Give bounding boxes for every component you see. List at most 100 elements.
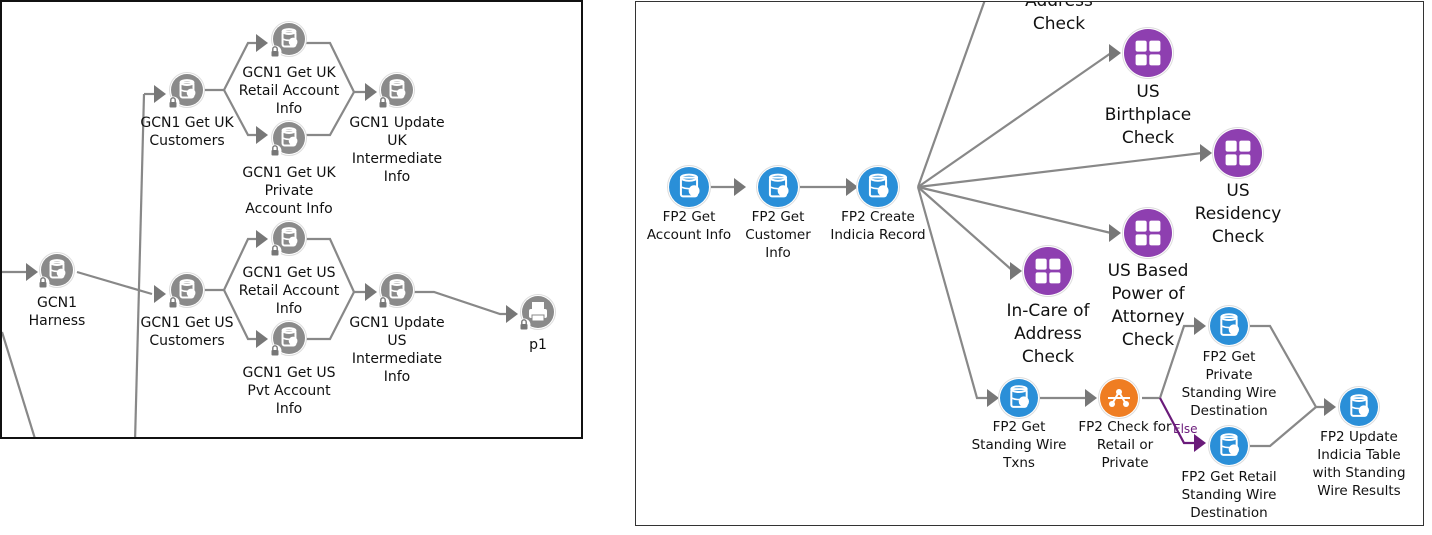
node-us-poa-check-label-line: Power of	[1111, 284, 1185, 304]
node-in-care-of-address-check-label-line: Check	[1022, 347, 1074, 367]
database-search-icon	[1350, 394, 1370, 417]
node-fp2-update-indicia-label-line: with Standing	[1312, 465, 1405, 481]
node-gcn1-get-uk-private-label-line: Private	[265, 183, 314, 199]
node-gcn1-update-uk-label-line: Intermediate	[352, 151, 442, 167]
node-fp2-get-retail-wire-circle	[1210, 427, 1248, 465]
node-gcn1-get-us-retail-label-line: Info	[276, 301, 303, 317]
node-us-residency-check-label-line: Check	[1212, 227, 1264, 247]
node-us-poa-check-circle	[1124, 209, 1172, 257]
database-search-icon	[179, 79, 196, 99]
app-grid-icon	[1035, 258, 1061, 284]
lock-icon	[376, 96, 390, 110]
node-gcn1-get-us-retail-label-line: Retail Account	[239, 283, 340, 299]
node-gcn1-get-uk-retail-label-line: Retail Account	[239, 83, 340, 99]
node-fp2-create-indicia-label-line: FP2 Create	[841, 209, 915, 225]
database-search-icon	[49, 259, 66, 279]
node-fp2-get-private-wire-circle	[1210, 307, 1248, 345]
node-us-poa-check-label-line: Attorney	[1111, 307, 1184, 327]
node-gcn1-get-uk-retail-label-line: GCN1 Get UK	[242, 65, 336, 81]
node-gcn1-update-us-label-line: Intermediate	[352, 351, 442, 367]
database-search-icon	[868, 173, 889, 198]
node-fp2-get-private-wire-label-line: FP2 Get	[1203, 349, 1256, 365]
database-search-icon	[281, 327, 298, 347]
node-fp2-get-customer-info-label-line: Info	[765, 245, 791, 261]
lock-icon	[36, 276, 50, 290]
node-fp2-get-private-wire-label-line: Destination	[1190, 403, 1267, 419]
node-fp2-update-indicia-circle	[1340, 388, 1378, 426]
lock-icon	[517, 318, 531, 332]
node-gcn1-get-uk-customers-label-line: Customers	[149, 133, 224, 149]
node-gcn1-get-uk-retail-circle	[273, 23, 305, 55]
lock-icon	[166, 96, 180, 110]
node-fp2-get-standing-wire-circle	[1000, 379, 1038, 417]
node-gcn1-get-us-retail-label-line: GCN1 Get US	[243, 265, 336, 281]
node-gcn1-harness-label-line: Harness	[29, 313, 86, 329]
node-gcn1-update-us-label-line: GCN1 Update	[349, 315, 444, 331]
node-gcn1-get-us-pvt-label-line: Pvt Account	[247, 383, 331, 399]
lock-icon	[376, 296, 390, 310]
database-search-icon	[1220, 313, 1240, 336]
node-in-care-of-address-check-label-line: Address	[1014, 324, 1082, 344]
database-search-icon	[679, 173, 700, 198]
node-gcn1-get-us-customers-label-line: Customers	[149, 333, 224, 349]
node-fp2-get-private-wire-label-line: Standing Wire	[1182, 385, 1277, 401]
node-fp2-create-indicia-circle	[858, 167, 898, 207]
node-us-birthplace-check-label-line: US	[1136, 82, 1159, 102]
lock-icon	[268, 144, 282, 158]
node-us-birthplace-check-label-line: Birthplace	[1105, 105, 1192, 125]
node-p1-label-line: p1	[529, 337, 547, 353]
node-gcn1-get-us-pvt-circle	[273, 322, 305, 354]
lock-icon	[166, 296, 180, 310]
node-gcn1-update-us-label-line: Info	[384, 369, 411, 385]
node-fp2-update-indicia-label-line: FP2 Update	[1320, 429, 1398, 445]
node-fp2-get-account-info-label-line: Account Info	[647, 227, 731, 243]
node-fp2-create-indicia-label-line: Indicia Record	[830, 227, 925, 243]
node-fp2-get-standing-wire-label-line: FP2 Get	[993, 419, 1046, 435]
database-search-icon	[389, 79, 406, 99]
database-search-icon	[179, 279, 196, 299]
node-fp2-check-retail-private-label-line: Retail or	[1097, 437, 1154, 453]
node-gcn1-update-uk-label-line: Info	[384, 169, 411, 185]
node-p1[interactable]: p1	[517, 294, 556, 354]
node-fp2-get-private-wire-label-line: Private	[1205, 367, 1252, 383]
node-fp2-get-account-info-circle	[669, 167, 709, 207]
node-fp2-get-standing-wire-label-line: Standing Wire	[972, 437, 1067, 453]
node-us-residency-check-circle	[1214, 129, 1262, 177]
right-edges	[711, 2, 1336, 448]
node-gcn1-get-uk-private-label-line: GCN1 Get UK	[242, 165, 336, 181]
node-us-poa-check-label-line: US Based	[1108, 261, 1189, 281]
node-gcn1-update-uk-circle	[381, 74, 413, 106]
node-gcn1-update-us-circle	[381, 274, 413, 306]
database-search-icon	[281, 127, 298, 147]
node-fp2-update-indicia-label-line: Wire Results	[1317, 483, 1400, 499]
node-gcn1-get-uk-retail-label-line: Info	[276, 101, 303, 117]
node-address-check-top-label-line: Check	[1033, 14, 1085, 34]
node-fp2-get-retail-wire-label-line: FP2 Get Retail	[1181, 469, 1276, 485]
